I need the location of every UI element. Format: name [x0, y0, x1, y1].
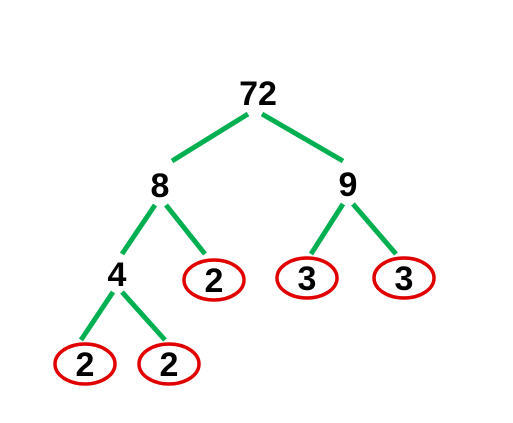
- prime-circles: [53, 256, 436, 386]
- branch-9-to-3-right: [351, 202, 398, 256]
- node-eight-left: 4: [108, 256, 127, 294]
- branch-4-to-2-left: [78, 290, 116, 342]
- node-root: 72: [239, 75, 277, 113]
- prime-circle-3-a: [275, 256, 339, 300]
- branch-72-to-8: [170, 111, 250, 164]
- prime-circle-3-b: [372, 256, 436, 300]
- prime-circle-2-b: [53, 342, 117, 386]
- node-nine-right: 3: [395, 260, 414, 298]
- prime-circle-2-c: [137, 342, 201, 386]
- branch-72-to-9: [260, 111, 345, 164]
- prime-circle-2-a: [182, 258, 246, 302]
- node-eight-right: 2: [205, 262, 224, 300]
- node-four-left: 2: [76, 346, 95, 384]
- node-four-right: 2: [160, 346, 179, 384]
- node-root-right: 9: [339, 166, 358, 204]
- node-root-left: 8: [151, 167, 170, 205]
- node-nine-left: 3: [298, 260, 317, 298]
- branch-8-to-4: [119, 203, 158, 256]
- node-labels: 72 8 9 4 2 3 3 2 2: [76, 75, 414, 384]
- branch-8-to-2: [164, 203, 207, 256]
- branch-9-to-3-left: [308, 202, 346, 256]
- branch-4-to-2-right: [120, 290, 167, 342]
- tree-branches: [78, 111, 398, 342]
